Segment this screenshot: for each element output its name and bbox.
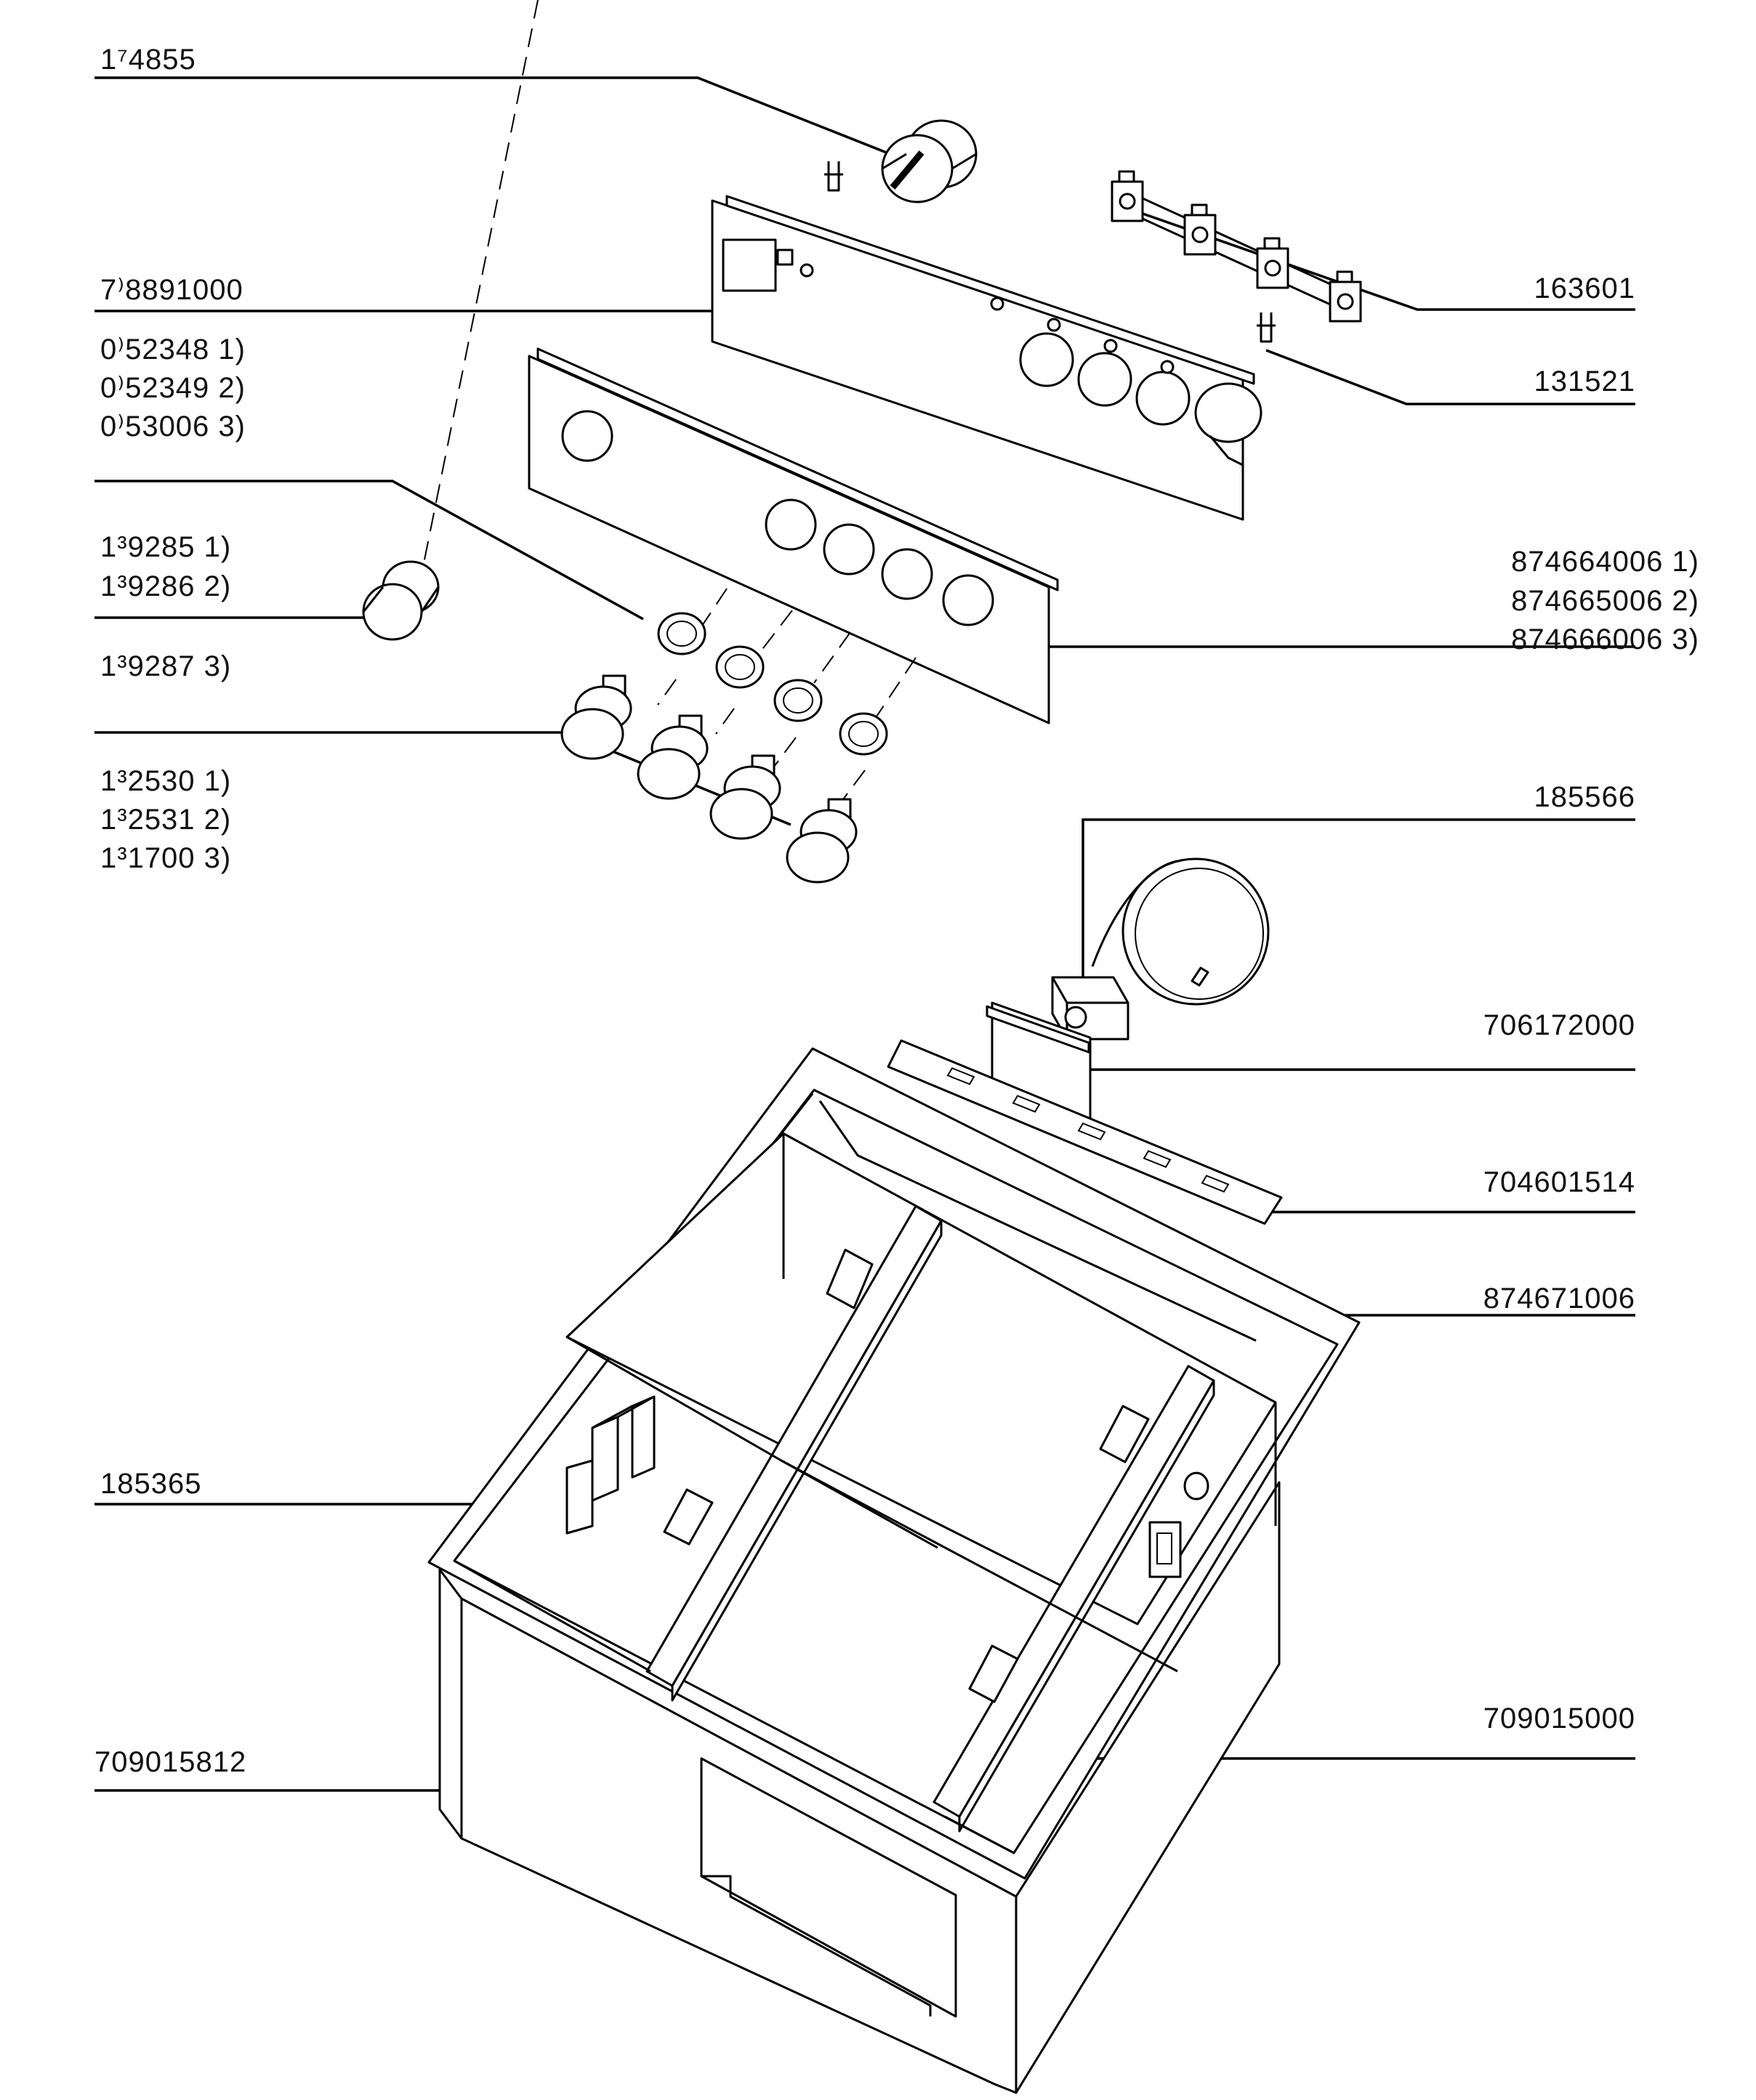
front-fascia-part (528, 347, 1059, 724)
callout-labels: 1⁷4855 7⁾8891000 0⁾52348 1) 0⁾52349 2) 0… (94, 44, 1699, 1778)
switch-block-part (1111, 170, 1362, 323)
circuit-board-part (887, 1039, 1283, 1225)
control-panel-part (711, 161, 1276, 521)
callout-circuit-board: 704601514 (1483, 1166, 1635, 1198)
callout-panel-b: 874665006 2) (1511, 585, 1699, 617)
callout-small-knob-b: 1³9286 2) (100, 570, 231, 602)
leader-timer (94, 76, 909, 163)
callout-panel-c: 874666006 3) (1511, 623, 1699, 655)
leader-cable-box (1082, 818, 1635, 977)
leader-switch-block (1129, 208, 1635, 311)
callout-fascia-c: 0⁾53006 3) (100, 411, 246, 443)
callout-knob-c: 1³1700 3) (100, 842, 231, 874)
housing-part (427, 1047, 1361, 2094)
knob-parts (560, 674, 858, 884)
callout-cover-plate: 706172000 (1483, 1009, 1635, 1041)
callout-knob-a: 1³2530 1) (100, 765, 231, 797)
alignment-lines (421, 0, 917, 800)
callout-switch-block: 163601 (1534, 272, 1635, 304)
callout-control-panel: 7⁾8891000 (100, 274, 243, 306)
leader-seal-rings (94, 480, 644, 621)
callout-cable-box: 185566 (1534, 781, 1635, 813)
callout-timer: 1⁷4855 (100, 44, 196, 76)
callout-top-frame: 874671006 (1483, 1283, 1635, 1314)
callout-base-tray: 709015000 (1483, 1703, 1635, 1734)
seal-rings (657, 612, 888, 756)
callout-fascia-b: 0⁾52349 2) (100, 372, 246, 404)
small-knob-part (362, 560, 440, 641)
callout-small-knob-a: 1³9285 1) (100, 531, 231, 563)
callout-terminal: 185365 (100, 1468, 201, 1500)
callout-fascia-a: 0⁾52348 1) (100, 334, 246, 366)
callout-panel-a: 874664006 1) (1511, 546, 1699, 578)
callout-bracket: 131521 (1534, 366, 1635, 397)
leader-bracket (1265, 349, 1635, 405)
cable-box-part (1051, 857, 1270, 1041)
callout-knob-b: 1³2531 2) (100, 804, 231, 836)
callout-housing: 709015812 (94, 1746, 246, 1778)
timer-part (881, 119, 978, 203)
callout-small-knob-c: 1³9287 3) (100, 650, 231, 682)
